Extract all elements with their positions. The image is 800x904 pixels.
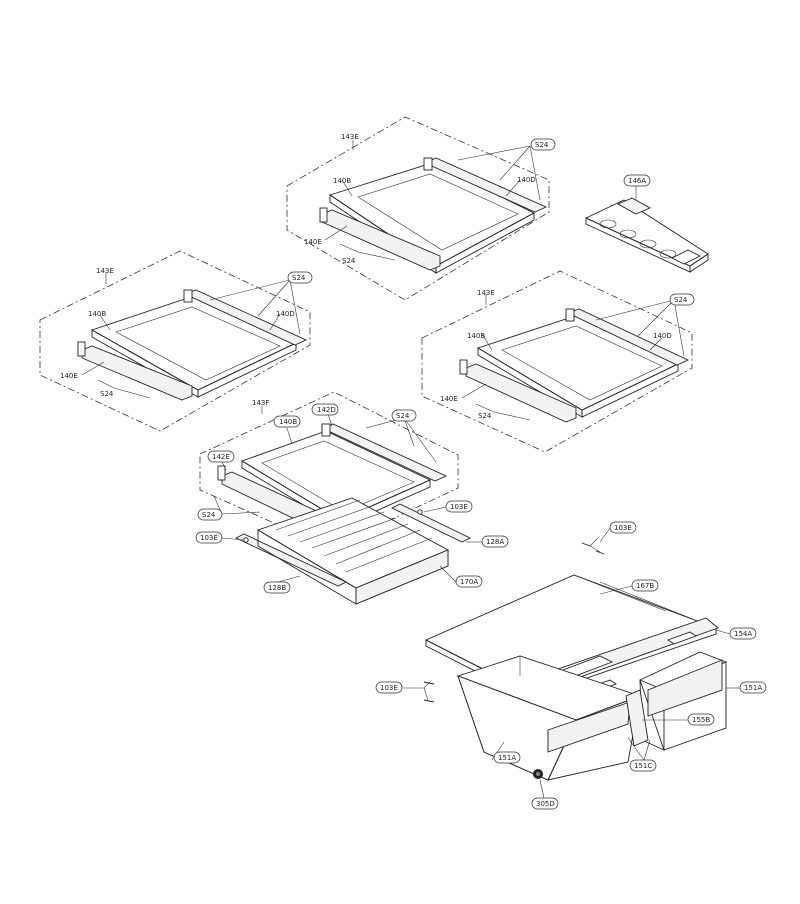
label-143E-right: 143E (477, 289, 495, 297)
label-S24-bottom-b: S24 (202, 511, 216, 519)
label-142D: 142D (317, 406, 336, 414)
label-142E: 142E (212, 453, 230, 461)
shelf-assembly-right (421, 270, 693, 453)
label-S24-bottom-a: S24 (396, 412, 410, 420)
label-151A-right: 151A (744, 684, 762, 692)
label-128B: 128B (268, 584, 286, 592)
glass-shelf-140B-top (328, 162, 535, 267)
group-outline-left (39, 250, 311, 432)
group-outline-right (421, 270, 693, 453)
shelf-assembly-top (286, 116, 550, 301)
label-155B: 155B (692, 716, 710, 724)
label-146A: 146A (628, 177, 646, 185)
snack-pan-drawer (221, 497, 482, 605)
egg-tray-146A (584, 186, 709, 273)
label-154A: 154A (734, 630, 752, 638)
crisper-assembly (402, 527, 740, 799)
label-140B-left: 140B (88, 310, 106, 318)
glass-shelf-140B-left (90, 295, 298, 391)
label-103E-c: 103E (614, 524, 632, 532)
label-170A: 170A (460, 578, 478, 586)
label-140D-top: 140D (517, 176, 536, 184)
divider-155B (625, 689, 649, 747)
label-128A: 128A (486, 538, 504, 546)
label-143E-top: 143E (341, 133, 359, 141)
label-140B-top: 140B (333, 177, 351, 185)
label-S24-left-b: S24 (100, 390, 114, 398)
label-140D-left: 140D (276, 310, 295, 318)
group-outline-pan (199, 391, 459, 549)
label-S24-right-a: S24 (674, 296, 688, 304)
label-S24-right-b: S24 (478, 412, 492, 420)
label-140E-left: 140E (60, 372, 78, 380)
label-140B-bottom: 140B (279, 418, 297, 426)
label-103E-d: 103E (380, 684, 398, 692)
label-305D: 305D (536, 800, 555, 808)
label-S24-left-a: S24 (292, 274, 306, 282)
trim-140E-left (81, 345, 193, 401)
label-167B: 167B (636, 582, 654, 590)
label-140E-top: 140E (304, 238, 322, 246)
label-143F: 143F (252, 399, 269, 407)
label-103E-b: 103E (200, 534, 218, 542)
slide-rail-128A (390, 503, 472, 543)
group-outline-top (286, 116, 550, 301)
label-143E-left: 143E (96, 267, 114, 275)
label-140B-right: 140B (467, 332, 485, 340)
label-151A-left: 151A (498, 754, 516, 762)
label-140E-right: 140E (440, 395, 458, 403)
label-151C: 151C (634, 762, 652, 770)
label-103E-a: 103E (450, 503, 468, 511)
rail-140D-right (566, 308, 690, 366)
label-S24-top-a: S24 (535, 141, 549, 149)
label-S24-top-b: S24 (342, 257, 356, 265)
shelf-assembly-left (39, 250, 311, 432)
label-140D-right: 140D (653, 332, 672, 340)
trim-140E-right (465, 363, 577, 423)
